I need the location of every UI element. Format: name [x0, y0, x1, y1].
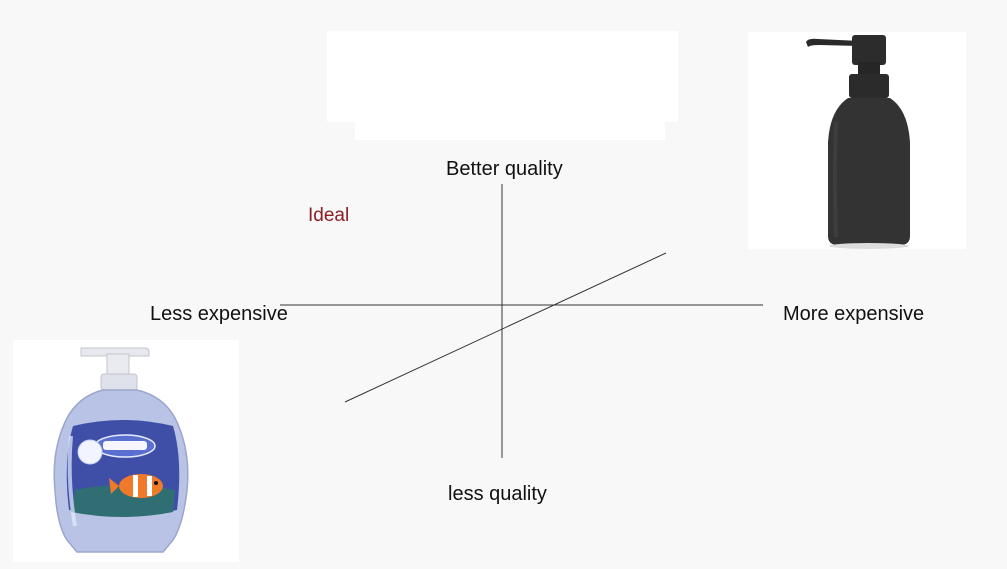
black-dispenser-image	[748, 32, 966, 249]
axis-label-top: Better quality	[446, 158, 563, 180]
title-placeholder	[327, 31, 678, 122]
softsoap-bottle-image	[13, 340, 239, 562]
title-placeholder-lower	[355, 120, 665, 140]
axis-label-left: Less expensive	[150, 303, 288, 325]
softsoap-bottle-icon	[53, 347, 189, 553]
trend-line	[344, 252, 667, 403]
axis-label-bottom: less quality	[448, 483, 547, 505]
axis-label-right: More expensive	[783, 303, 925, 325]
black-dispenser-icon	[806, 35, 910, 249]
ideal-label: Ideal	[308, 205, 350, 226]
